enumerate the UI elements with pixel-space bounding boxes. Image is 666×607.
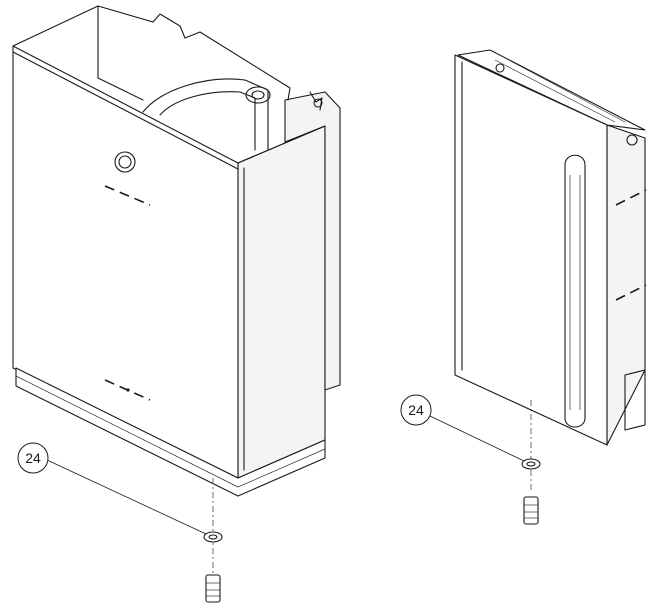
left-seal-ring-hole [208, 534, 218, 540]
tank-hook [309, 91, 323, 111]
tank-right-side-face [606, 124, 646, 446]
tank-level-knob [114, 151, 136, 173]
tank-base-side-line [237, 448, 326, 488]
left-seal-ring [203, 531, 223, 543]
right-seal-ring-hole [526, 461, 536, 467]
water-tank-left [12, 5, 341, 497]
tank-hook-hole [313, 98, 323, 108]
right-valve-assembly: 24 [400, 394, 541, 525]
tank-base [15, 367, 326, 497]
tank-side-face [237, 125, 326, 479]
right-seal-ring [521, 458, 541, 470]
tank-inner-pipe [142, 78, 269, 151]
left-valve [205, 574, 221, 603]
left-callout-circle [17, 442, 49, 474]
tank-right-main-face [454, 54, 608, 446]
tank-back-wall [97, 5, 291, 101]
tank-right-top-line [494, 59, 616, 123]
right-valve [523, 496, 539, 525]
right-callout-circle [400, 394, 432, 426]
tank-top-right-edge [237, 125, 326, 164]
tank-pipe-outlet-inner [251, 90, 265, 100]
tank-left-rim [12, 5, 99, 47]
tank-level-knob-inner [118, 155, 132, 169]
water-tank-right [454, 49, 647, 446]
tank-rim-inner-line [12, 51, 239, 170]
tank-right-hook-left [495, 63, 505, 73]
right-callout-label: 24 [408, 402, 424, 418]
left-valve-assembly: 24 [17, 442, 223, 603]
tank-pipe-outlet [245, 86, 271, 104]
tank-right-top-line-2 [504, 57, 626, 123]
tank-right-min-mark [615, 284, 647, 301]
tank-right-side-panel [624, 369, 646, 431]
tank-right-hook-right [626, 134, 638, 146]
left-callout-leader [46, 459, 207, 535]
left-callout-label: 24 [25, 450, 41, 466]
right-callout-leader [429, 415, 525, 462]
tank-level-window [564, 154, 586, 428]
tank-inner-floor-edge [97, 77, 144, 101]
tank-right-max-mark [615, 189, 647, 206]
tank-base-line [15, 375, 239, 488]
tank-min-dot [126, 388, 130, 392]
tank-rear-panel [284, 91, 341, 391]
tank-level-window-inner [569, 175, 581, 410]
tank-max-mark [104, 185, 151, 206]
